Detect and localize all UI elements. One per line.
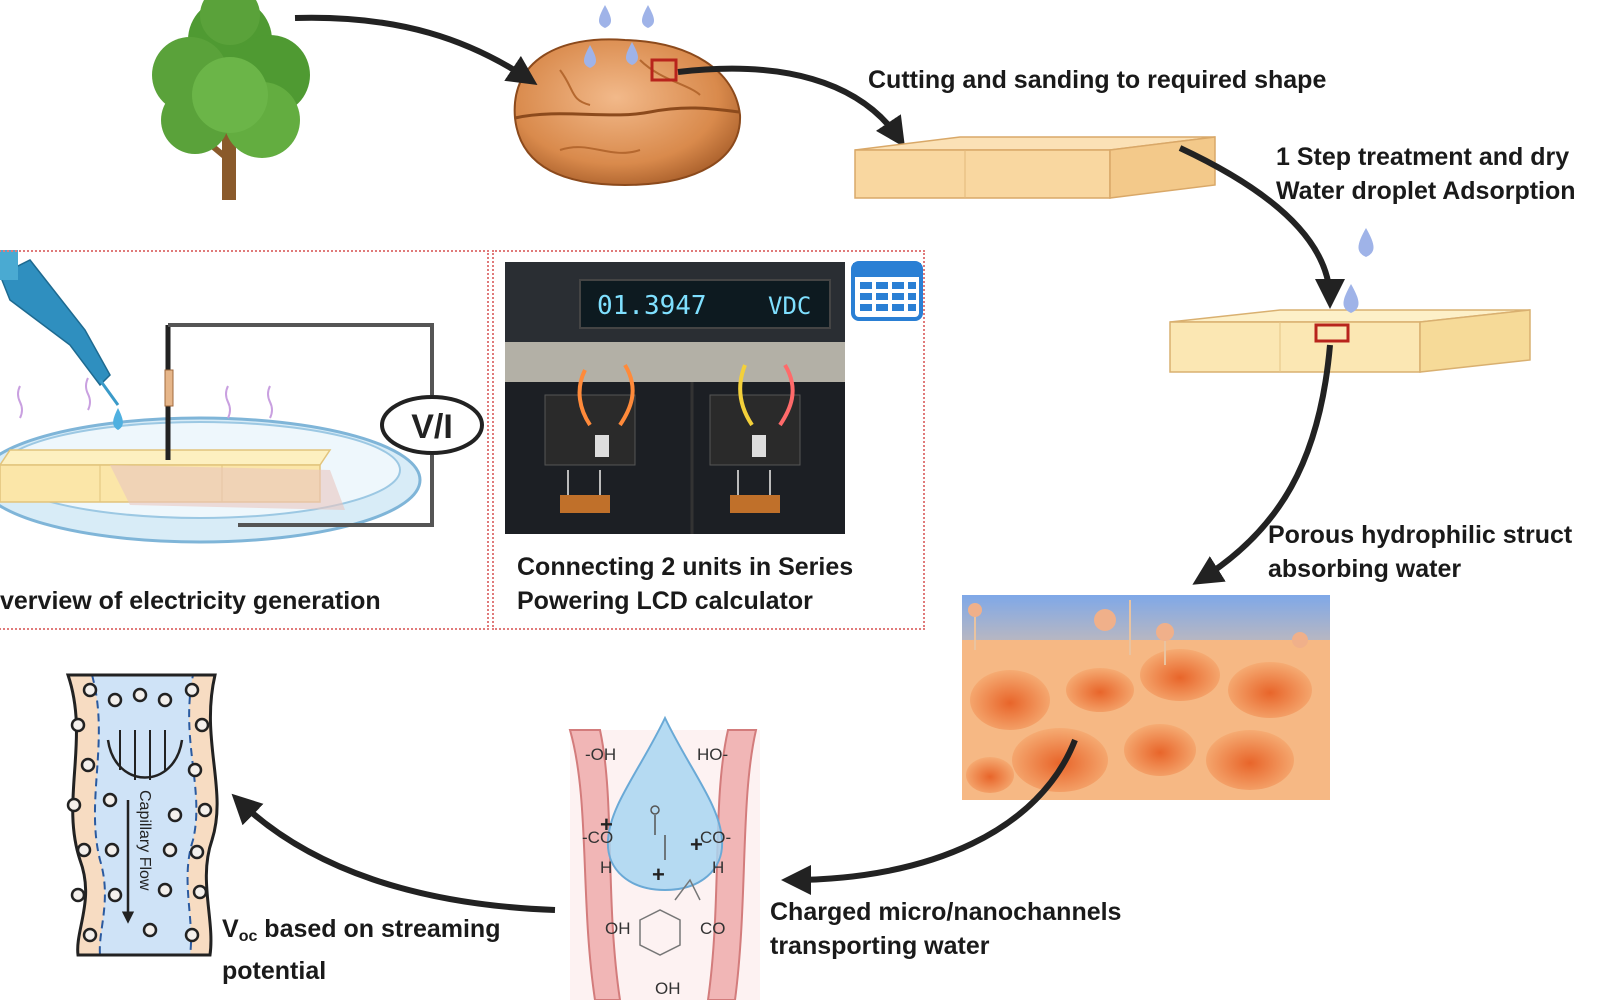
label-overview: verview of electricity generation — [0, 587, 381, 615]
experimental-setup-illustration: V/I — [0, 250, 484, 544]
wood-slab-treated — [1169, 309, 1531, 373]
setup-panel-border — [0, 250, 489, 630]
walnut-icon — [513, 38, 742, 187]
arrow-channels-to-capillary — [231, 793, 556, 913]
capillary-flow-diagram: Capillary Flow — [65, 673, 219, 957]
tree-icon — [152, 0, 310, 200]
svg-text:+: + — [600, 812, 613, 837]
wood-slab-cut — [854, 136, 1216, 199]
series-units-photo: 01.3947 VDC — [505, 262, 845, 534]
label-series: Connecting 2 units in Series Powering LC… — [517, 553, 854, 615]
label-voc: Voc based on streaming potential — [222, 915, 501, 985]
chem-oh-left: -OH — [585, 745, 616, 764]
chem-co-right: CO- — [700, 828, 731, 847]
chem-h-left: H — [600, 858, 612, 877]
charged-channel-diagram: + + + — [568, 715, 760, 1000]
multimeter-unit: VDC — [768, 292, 811, 320]
svg-text:+: + — [652, 862, 665, 887]
chem-h-right: H — [712, 858, 724, 877]
label-porous: Porous hydrophilic struct absorbing wate… — [1268, 521, 1573, 583]
chem-oh-lower-left: OH — [605, 919, 631, 938]
chem-ho-right: HO- — [697, 745, 728, 764]
chem-co-lower-right: CO — [700, 919, 726, 938]
chem-co-left: -CO — [582, 828, 613, 847]
label-treatment: 1 Step treatment and dry Water droplet A… — [1276, 143, 1576, 205]
calculator-icon — [851, 261, 923, 321]
water-droplets-walnut — [583, 5, 655, 68]
porous-structure-image — [962, 595, 1330, 800]
svg-text:+: + — [690, 832, 703, 857]
chemical-groups: -OH HO- -CO CO- H H OH CO OH — [582, 745, 731, 998]
meter-symbol: V/I — [411, 408, 453, 446]
capillary-flow-label: Capillary Flow — [136, 790, 153, 891]
label-cutting: Cutting and sanding to required shape — [868, 66, 1327, 94]
arrow-pores-to-channels — [781, 738, 1078, 895]
arrow-tree-to-walnut — [294, 14, 538, 85]
arrow-treated-to-pores — [1192, 344, 1333, 585]
water-droplets-slab — [1343, 228, 1374, 313]
label-charged-channels: Charged micro/nanochannels transporting … — [770, 898, 1122, 960]
series-panel-border — [492, 250, 925, 630]
chem-oh-bottom: OH — [655, 979, 681, 998]
arrow-walnut-to-slab — [677, 65, 905, 148]
multimeter-reading: 01.3947 — [597, 291, 707, 321]
arrow-slab-to-treated — [1178, 145, 1345, 309]
